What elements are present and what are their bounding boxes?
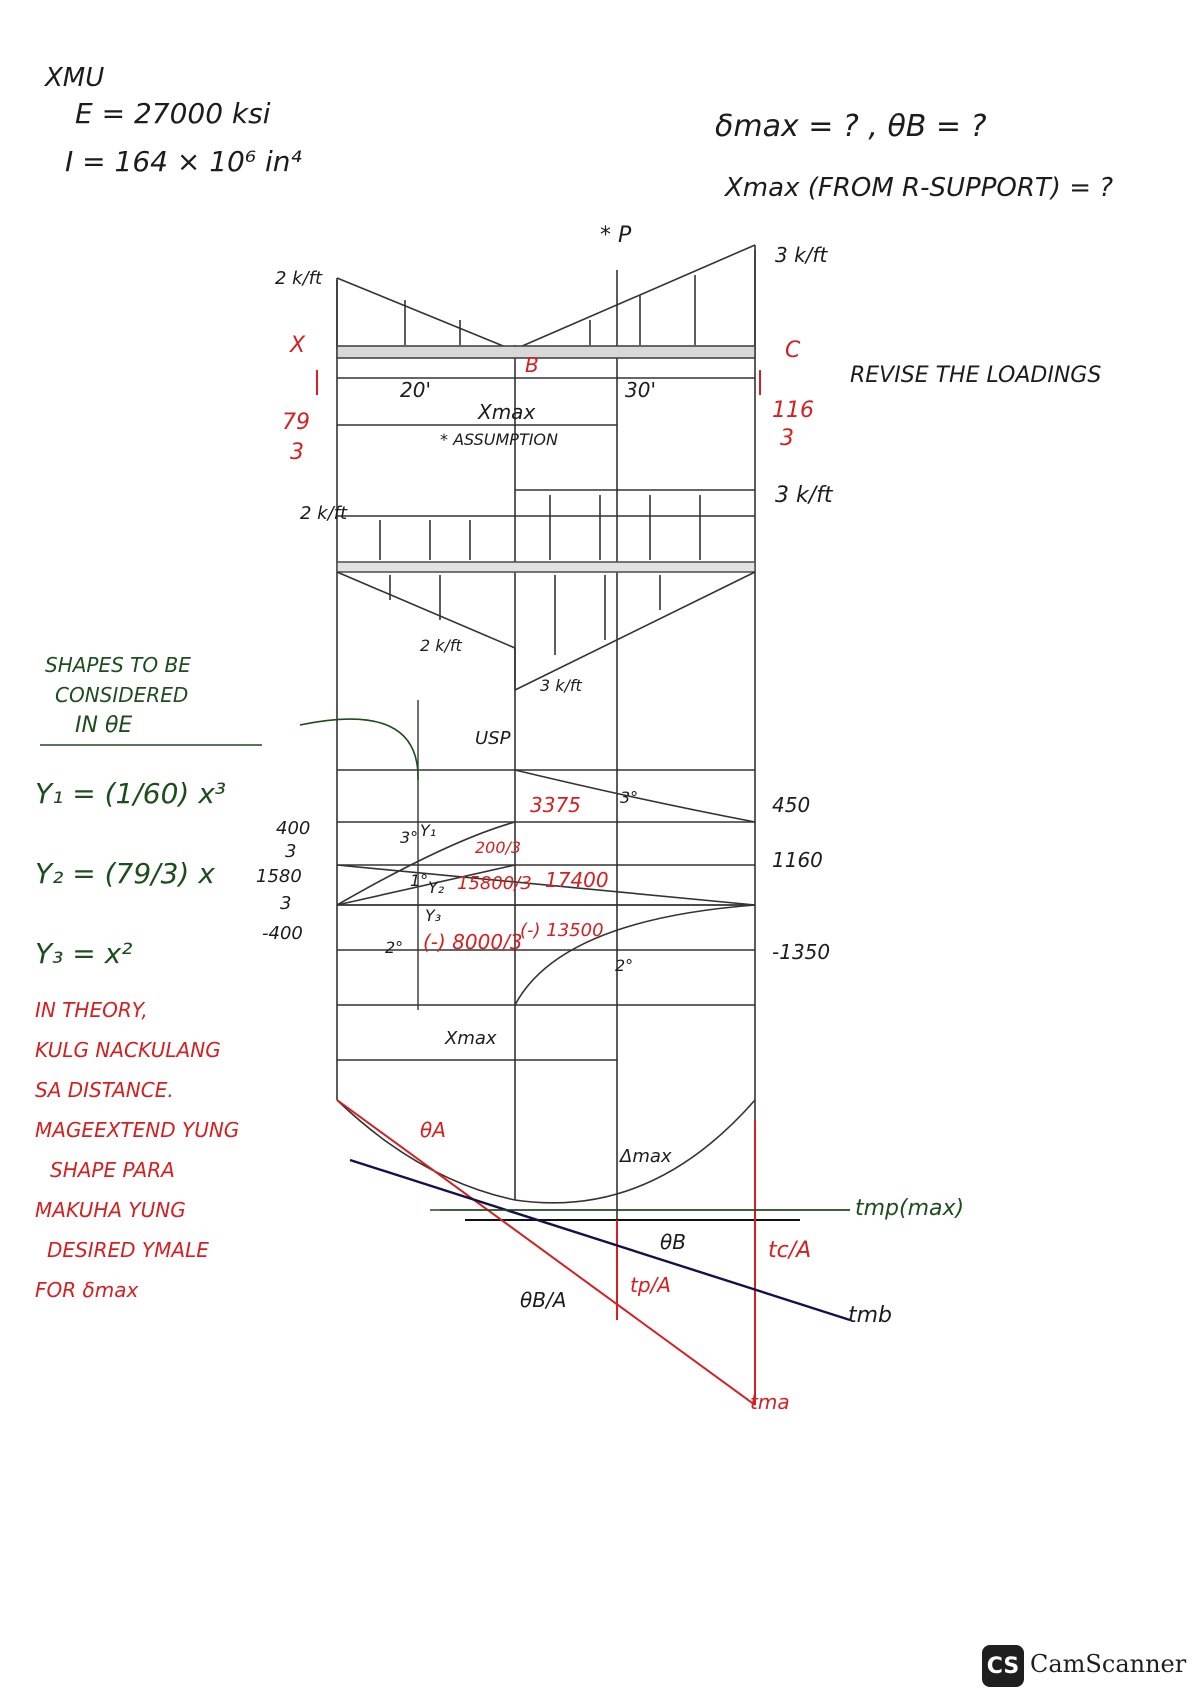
theory-note-line: DESIRED YMALE (47, 1238, 209, 1262)
equation-y1: Y₁ = (1/60) x³ (35, 777, 227, 810)
tca-label: tc/A (768, 1238, 812, 1263)
theory-note-line: MAKUHA YUNG (35, 1198, 186, 1222)
tba-label: θB/A (520, 1288, 567, 1312)
tma-label: tma (750, 1390, 790, 1414)
deg-2a: 2° (385, 938, 404, 957)
y3-label: Y₃ (425, 906, 442, 925)
theta-b-label: θB (660, 1230, 686, 1254)
student-name: XMU (45, 63, 105, 93)
equation-y3: Y₃ = x² (35, 937, 133, 970)
revise-note: REVISE THE LOADINGS (850, 363, 1102, 388)
modulus-label: E = 27000 ksi (75, 97, 271, 130)
left-top-numerator: 400 (276, 818, 311, 839)
shapes-note-line2: CONSIDERED (55, 683, 189, 707)
deg-3a: 3° (620, 788, 639, 807)
tmb-label: tmb (848, 1303, 893, 1328)
span-right-label: 30' (625, 378, 656, 402)
left-mid-denominator: 3 (280, 893, 292, 914)
reversed-top-right: 3 k/ft (775, 483, 833, 508)
left-mid-numerator: 1580 (256, 866, 302, 887)
question-xmax: Xmax (FROM R-SUPPORT) = ? (725, 173, 1114, 203)
theory-note-line: SHAPE PARA (50, 1158, 175, 1182)
load-right-label: 3 k/ft (775, 243, 828, 267)
shapes-note-line1: SHAPES TO BE (45, 653, 191, 677)
tpa-label: tp/A (630, 1273, 671, 1297)
reversed-bottom-left: 2 k/ft (420, 636, 462, 655)
deg-3b: 3° (400, 828, 419, 847)
deg-2b: 2° (615, 956, 634, 975)
load-left-label: 2 k/ft (275, 268, 323, 289)
area-13500: (-) 13500 (520, 920, 604, 941)
equation-y2: Y₂ = (79/3) x (35, 857, 215, 890)
area-3375: 3375 (530, 793, 581, 817)
point-b-label: B (525, 353, 539, 377)
theory-note-line: KULG NACKULANG (35, 1038, 221, 1062)
xmax-moment-label: Xmax (445, 1028, 497, 1049)
span-left-label: 20' (400, 378, 431, 402)
support-c-label: C (785, 338, 801, 363)
question-deflection: δmax = ? , θB = ? (715, 109, 987, 144)
area-15800-3: 15800/3 (457, 873, 532, 894)
reversed-top-left: 2 k/ft (300, 503, 348, 524)
assumption-label: * ASSUMPTION (440, 430, 558, 449)
reversed-bottom-right: 3 k/ft (540, 676, 582, 695)
xmax-top-label: Xmax (478, 400, 536, 424)
theta-a-label: θA (420, 1118, 446, 1142)
right-mid-value: 1160 (772, 848, 823, 872)
deg-1: 1° (410, 871, 429, 890)
point-load-label: * P (600, 223, 632, 248)
area-200-3: 200/3 (475, 838, 522, 857)
left-bottom-value: -400 (262, 923, 303, 944)
theory-note-line: SA DISTANCE. (35, 1078, 174, 1102)
usp-label: USP (475, 728, 511, 749)
reaction-a-numerator: 79 (282, 410, 310, 435)
camscanner-name: CamScanner (1030, 1650, 1187, 1678)
support-a-label: X (290, 333, 306, 358)
area-8000-3: (-) 8000/3 (423, 930, 523, 954)
theory-note-line: FOR δmax (35, 1278, 139, 1302)
inertia-label: I = 164 × 10⁶ in⁴ (65, 145, 302, 178)
delta-max-label: Δmax (620, 1146, 672, 1167)
reaction-a-denominator: 3 (290, 440, 304, 465)
theory-note-line: MAGEEXTEND YUNG (35, 1118, 240, 1142)
left-top-denominator: 3 (285, 841, 297, 862)
y1-label: Y₁ (420, 821, 437, 840)
tmp-label: tmp(max) (855, 1196, 965, 1221)
shapes-note-line3: IN θE (75, 713, 133, 738)
area-17400: 17400 (545, 868, 609, 892)
camscanner-logo: CS (982, 1645, 1024, 1687)
right-bottom-value: -1350 (772, 940, 831, 964)
reaction-c-numerator: 116 (772, 398, 814, 423)
theory-note-line: IN THEORY, (35, 998, 148, 1022)
right-top-value: 450 (772, 793, 811, 817)
y2-label: Y₂ (428, 878, 445, 897)
reaction-c-denominator: 3 (780, 426, 794, 451)
